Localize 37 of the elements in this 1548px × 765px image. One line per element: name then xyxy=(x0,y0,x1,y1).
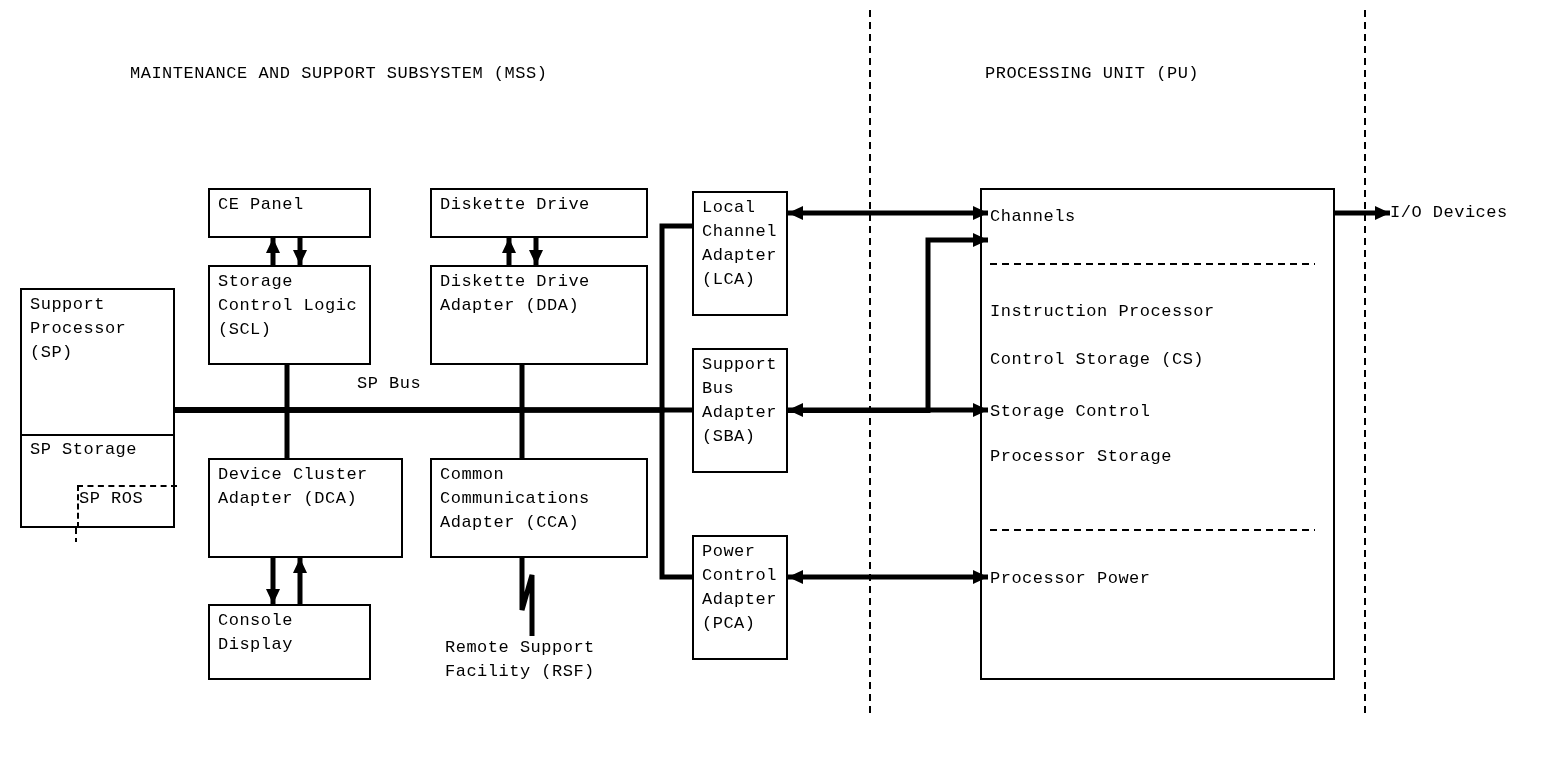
process-box: Diskette Drive xyxy=(430,188,648,238)
arrow xyxy=(293,238,307,265)
unit-label: Control Storage (CS) xyxy=(990,348,1290,372)
process-box: Diskette Drive Adapter (DDA) xyxy=(430,265,648,365)
process-box: Console Display xyxy=(208,604,371,680)
arrow xyxy=(293,558,307,604)
dashed-region: SP ROS xyxy=(77,485,177,528)
process-box: Power Control Adapter (PCA) xyxy=(692,535,788,660)
unit-label: Channels xyxy=(990,192,1290,240)
unit-box xyxy=(980,188,1335,680)
unit-label: Storage Control xyxy=(990,400,1290,424)
process-box: Common Communications Adapter (CCA) xyxy=(430,458,648,558)
arrow xyxy=(502,238,516,265)
arrow xyxy=(788,233,988,413)
node-label: Remote Support Facility (RSF) xyxy=(445,636,645,688)
arrow xyxy=(266,558,280,604)
process-box: Device Cluster Adapter (DCA) xyxy=(208,458,403,558)
unit-label: Instruction Processor xyxy=(990,300,1290,324)
bus-line xyxy=(519,558,535,636)
unit-label: Processor Power xyxy=(990,567,1290,591)
section-heading: MAINTENANCE AND SUPPORT SUBSYSTEM (MSS) xyxy=(130,63,548,85)
arrow xyxy=(529,238,543,265)
process-box: CE Panel xyxy=(208,188,371,238)
process-box: Storage Control Logic (SCL) xyxy=(208,265,371,365)
arrow xyxy=(788,206,988,220)
bus-label: SP Bus xyxy=(357,373,422,395)
arrow xyxy=(266,238,280,265)
process-box: Support Processor (SP) xyxy=(20,288,175,436)
unit-label: Processor Storage xyxy=(990,445,1290,469)
section-heading: PROCESSING UNIT (PU) xyxy=(985,63,1200,85)
process-box: Local Channel Adapter (LCA) xyxy=(692,191,788,316)
box-text: SP Storage xyxy=(29,439,139,461)
arrow xyxy=(788,570,988,584)
process-box: Support Bus Adapter (SBA) xyxy=(692,348,788,473)
arrow xyxy=(1335,206,1390,220)
process-box xyxy=(20,435,175,528)
node-label: I/O Devices xyxy=(1390,201,1540,225)
